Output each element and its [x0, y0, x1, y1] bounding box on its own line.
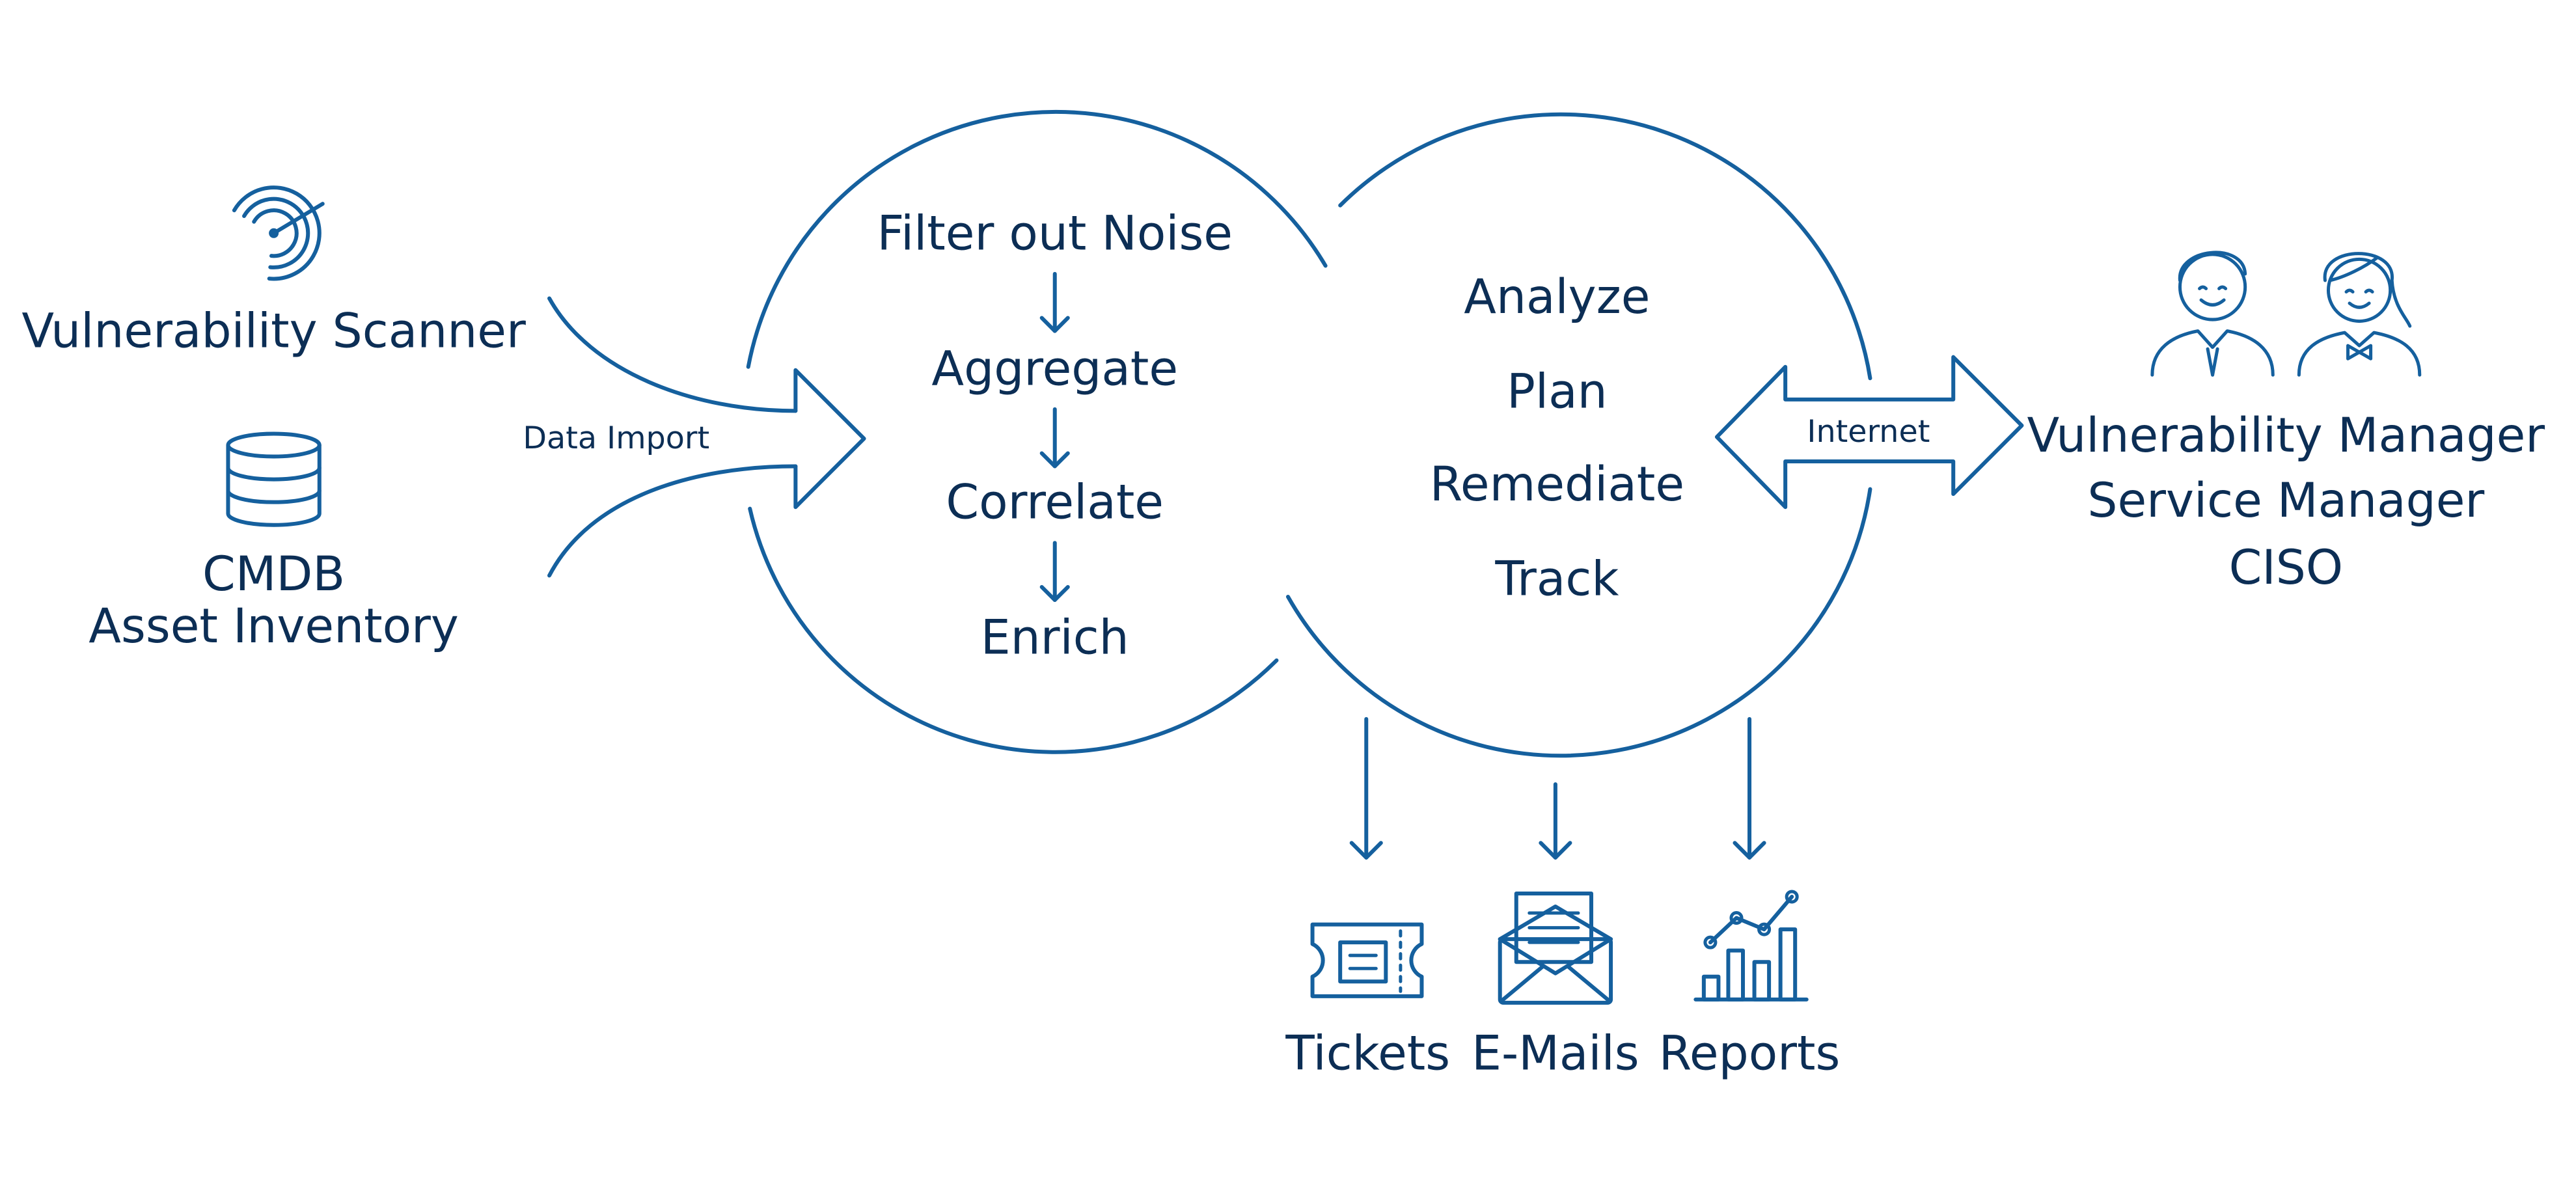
processing-circle-bottom-arc	[748, 506, 1279, 754]
down-arrow-icon	[1039, 407, 1070, 469]
aggregate-step: Aggregate	[931, 342, 1178, 396]
scanner-import-curve	[547, 296, 798, 413]
down-arrow-icon	[1733, 716, 1766, 860]
enrich-step: Enrich	[981, 611, 1129, 666]
asset-inventory-label: Asset Inventory	[89, 599, 459, 654]
track-step: Track	[1494, 552, 1619, 607]
tickets-label: Tickets	[1285, 1027, 1450, 1082]
remediate-step: Remediate	[1430, 457, 1684, 512]
cmdb-label: CMDB	[202, 547, 345, 602]
down-arrow-icon	[1039, 271, 1070, 333]
filter-out-noise-step: Filter out Noise	[877, 206, 1233, 261]
processing-circle-top-arc	[746, 109, 1328, 369]
internet-label: Internet	[1807, 414, 1930, 450]
internet-double-arrow	[1714, 355, 2024, 510]
plan-step: Plan	[1507, 364, 1608, 419]
emails-label: E-Mails	[1472, 1027, 1639, 1082]
down-arrow-icon	[1349, 716, 1383, 860]
data-import-label: Data Import	[523, 420, 709, 456]
report-chart-icon	[1693, 890, 1809, 1002]
data-import-arrowhead	[793, 368, 866, 510]
cmdb-import-curve	[547, 464, 798, 578]
down-arrow-icon	[1539, 782, 1572, 860]
management-circle-bottom-arc	[1285, 487, 1872, 758]
correlate-step: Correlate	[946, 476, 1164, 530]
woman-avatar-icon	[2297, 252, 2422, 377]
vulnerability-scanner-icon	[226, 185, 325, 281]
ticket-icon	[1310, 922, 1424, 998]
service-manager-role: Service Manager	[2087, 474, 2484, 528]
ciso-role: CISO	[2229, 541, 2343, 595]
cmdb-database-icon	[226, 431, 322, 527]
down-arrow-icon	[1039, 541, 1070, 603]
reports-label: Reports	[1659, 1027, 1841, 1082]
management-circle-top-arc	[1338, 112, 1872, 381]
vulnerability-manager-role: Vulnerability Manager	[2027, 409, 2545, 463]
analyze-step: Analyze	[1464, 270, 1650, 325]
man-avatar-icon	[2150, 251, 2275, 377]
vulnerability-scanner-label: Vulnerability Scanner	[21, 305, 526, 359]
email-icon	[1498, 891, 1613, 1005]
